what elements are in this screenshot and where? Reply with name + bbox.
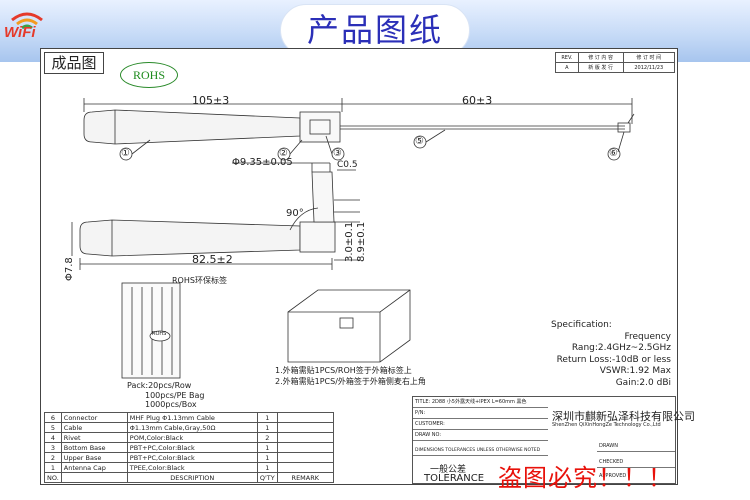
spec-heading: Specification:	[551, 320, 612, 330]
callout-6: ⑥	[609, 148, 618, 159]
dim-length-main: 105±3	[192, 94, 230, 107]
bom-remark	[276, 452, 334, 463]
bom-part: Antenna Cap	[60, 462, 128, 473]
bom-desc: POM,Color:Black	[126, 432, 258, 443]
bom-header-qty: Q'TY	[256, 472, 278, 483]
tb-approved: APPROVED	[599, 473, 627, 479]
bom-remark	[276, 422, 334, 433]
bom-header-remark: REMARK	[276, 472, 334, 483]
bom-no: 2	[44, 452, 62, 463]
bom-qty: 1	[256, 422, 278, 433]
dim-height-large: 8.9±0.1	[356, 221, 367, 262]
bom-header-no: NO.	[44, 472, 62, 483]
bom-part: Bottom Base	[60, 442, 128, 453]
bom-remark	[276, 442, 334, 453]
spec-gain: Gain:2.0 dBi	[615, 377, 671, 388]
bom-no: 1	[44, 462, 62, 473]
bom-qty: 1	[256, 412, 278, 423]
note-1: 1.外箱需贴1PCS/ROH签于外箱标签上	[275, 366, 412, 375]
tolerance-cn: 一般公差	[430, 465, 467, 475]
callout-1: ①	[121, 148, 130, 159]
dim-length-bent: 82.5±2	[192, 253, 233, 266]
bom-part: Upper Base	[60, 452, 128, 463]
bom-no: 5	[44, 422, 62, 433]
dim-diameter-cap: Φ7.8	[64, 257, 75, 281]
tb-title-value: 2D88 小5外露天线+IPEX L=60mm 黑色	[431, 399, 527, 405]
revision-table: REV. 修 订 内 容 修 订 时 间 A 新 版 发 行 2012/11/2…	[555, 52, 676, 73]
specification: Specification: Frequency Rang:2.4GHz~2.5…	[551, 320, 671, 389]
bom-part: Rivet	[60, 432, 128, 443]
dim-angle: 90°	[286, 208, 304, 219]
bom-desc: PBT+PC,Color:Black	[126, 442, 258, 453]
table-row: 5 Cable Φ1.13mm Cable,Gray,50Ω 1	[44, 422, 334, 433]
spec-return-loss: Return Loss:-10dB or less	[556, 354, 671, 365]
callout-3: ③	[333, 148, 342, 159]
pack-line-box: 1000pcs/Box	[145, 400, 197, 409]
rohs-pack-label: ROHS环保标签	[172, 276, 227, 285]
tb-pn-row: P/N:	[413, 408, 548, 419]
bom-desc: PBT+PC,Color:Black	[126, 452, 258, 463]
pack-sticker: ROHS	[152, 331, 167, 337]
dim-diameter-collar: Φ9.35±0.05	[232, 157, 293, 168]
tolerance-en: TOLERANCE	[424, 473, 485, 484]
rev-cell-date: 2012/11/23	[622, 62, 676, 73]
bom-desc: Φ1.13mm Cable,Gray,50Ω	[126, 422, 258, 433]
tb-drawn: DRAWN	[597, 441, 675, 452]
rohs-badge: ROHS	[120, 62, 178, 88]
company-name-cn: 深圳市麒新弘泽科技有限公司	[552, 410, 695, 423]
tb-title-label: TITLE:	[415, 399, 431, 405]
bom-no: 3	[44, 442, 62, 453]
spec-frequency: Frequency Rang:2.4GHz~2.5GHz	[571, 331, 671, 354]
bom-qty: 1	[256, 452, 278, 463]
table-row: 1 Antenna Cap TPEE,Color:Black 1	[44, 462, 334, 473]
box-notes: 1.外箱需贴1PCS/ROH签于外箱标签上 2.外箱需贴1PCS/外箱签于外箱侧…	[275, 365, 426, 387]
sheet-title: 成品图	[44, 52, 104, 74]
company-name-en: ShenZhen QiXinHongZe Technology Co.,Ltd	[552, 422, 661, 428]
table-header-row: NO. DESCRIPTION Q'TY REMARK	[44, 472, 334, 483]
wifi-logo-text: WiFi	[4, 24, 36, 41]
packaging-info: Pack:20pcs/Row 100pcs/PE Bag 1000pcs/Box	[127, 381, 205, 410]
bom-qty: 2	[256, 432, 278, 443]
bom-part: Connector	[60, 412, 128, 423]
callout-5: ⑤	[415, 136, 424, 147]
note-2: 2.外箱需贴1PCS/外箱签于外箱侧麦右上角	[275, 377, 426, 386]
dim-chamfer: C0.5	[337, 160, 358, 170]
tb-tolerance-note: DIMENSIONS TOLERANCES UNLESS OTHERWISE N…	[413, 445, 548, 456]
bom-remark	[276, 432, 334, 443]
bom-qty: 1	[256, 462, 278, 473]
bom-no: 4	[44, 432, 62, 443]
banner-title-pill	[280, 4, 470, 56]
anti-theft-watermark: 盗图必究！！！	[498, 464, 673, 492]
bom-desc: MHF Plug Φ1.13mm Cable	[126, 412, 258, 423]
table-row: 2 Upper Base PBT+PC,Color:Black 1	[44, 452, 334, 463]
tb-title-row: TITLE: 2D88 小5外露天线+IPEX L=60mm 黑色	[413, 397, 548, 408]
dim-height-small: 3.0±0.1	[344, 221, 355, 262]
bom-part: Cable	[60, 422, 128, 433]
banner-title: 产品图纸	[306, 11, 443, 49]
table-row: 4 Rivet POM,Color:Black 2	[44, 432, 334, 443]
pack-line-row: Pack:20pcs/Row	[127, 381, 192, 390]
tb-customer-row: CUSTOMER:	[413, 419, 548, 430]
bom-remark	[276, 412, 334, 423]
wifi-icon	[11, 12, 43, 30]
spec-vswr: VSWR:1.92 Max	[599, 366, 671, 376]
pack-line-bag: 100pcs/PE Bag	[145, 390, 205, 400]
bom-table: 6 Connector MHF Plug Φ1.13mm Cable 1 5 C…	[44, 412, 334, 483]
tb-checked: CHECKED	[597, 457, 675, 468]
title-block: TITLE: 2D88 小5外露天线+IPEX L=60mm 黑色 P/N: C…	[412, 396, 676, 484]
tb-drawno-row: DRAW NO:	[413, 430, 548, 441]
bom-no: 6	[44, 412, 62, 423]
callout-2: ②	[279, 148, 288, 159]
table-row: 6 Connector MHF Plug Φ1.13mm Cable 1	[44, 412, 334, 423]
bom-desc: TPEE,Color:Black	[126, 462, 258, 473]
bom-header-desc: DESCRIPTION	[126, 472, 258, 483]
dim-length-cable: 60±3	[462, 94, 493, 107]
bom-header-part	[60, 472, 128, 483]
bom-qty: 1	[256, 442, 278, 453]
bom-remark	[276, 462, 334, 473]
table-row: 3 Bottom Base PBT+PC,Color:Black 1	[44, 442, 334, 453]
